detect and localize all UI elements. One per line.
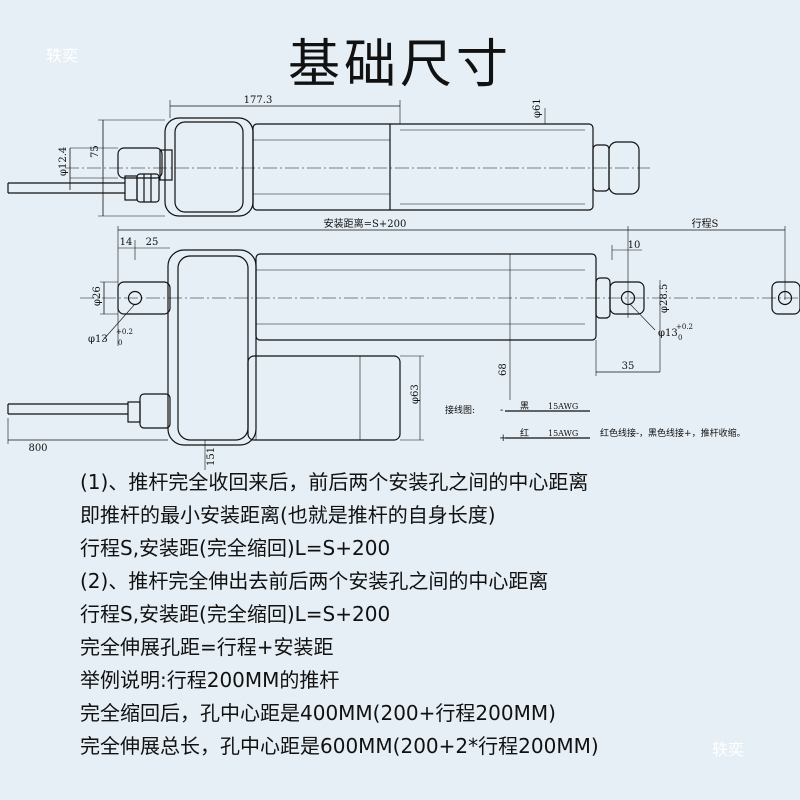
note-line: 完全伸展孔距=行程+安装距 (80, 635, 334, 659)
dim-14: 14 (120, 237, 133, 248)
wiring-red-label: 红 (520, 427, 529, 439)
top-view (7, 100, 650, 217)
dim-rear-pin-tol-up: +0.2 (116, 328, 133, 336)
note-line: 完全伸展总长，孔中心距是600MM(200+2*行程200MM) (80, 734, 599, 758)
notes-list: (1)、推杆完全收回来后，前后两个安装孔之间的中心距离 即推杆的最小安装距离(也… (80, 466, 780, 763)
dim-rear-pin: φ13 (88, 334, 108, 345)
dim-top-length: 177.3 (244, 95, 273, 106)
dim-top-tube-dia: φ61 (532, 98, 543, 118)
watermark: 轶奕 (712, 740, 745, 759)
wiring-pos-sign: + (499, 433, 507, 444)
bottom-view (7, 226, 800, 470)
dim-68: 68 (498, 363, 509, 376)
dim-front-pin: φ13 (658, 328, 678, 339)
dim-front-pin-tol-dn: 0 (678, 334, 682, 342)
page-title: 基础尺寸 (287, 35, 512, 95)
dim-motor-dia: φ63 (410, 384, 421, 404)
dim-top-height: 75 (90, 145, 101, 158)
note-line: 举例说明:行程200MM的推杆 (80, 668, 340, 692)
dim-25: 25 (146, 237, 159, 248)
wiring-red-gauge: 15AWG (548, 429, 578, 438)
dim-rear-pin-tol-dn: 0 (118, 339, 122, 347)
watermark: 轶奕 (46, 46, 79, 65)
note-line: 行程S,安装距(完全缩回)L=S+200 (80, 536, 391, 560)
dim-install-distance: 安装距离=S+200 (324, 217, 407, 230)
wiring-black-gauge: 15AWG (548, 402, 578, 411)
dim-35: 35 (622, 361, 635, 372)
note-line: (1)、推杆完全收回来后，前后两个安装孔之间的中心距离 (80, 470, 589, 494)
dim-10: 10 (628, 240, 641, 251)
technical-drawing: 177.3 75 φ12.4 φ61 安装距离=S+200 行程S 14 25 … (7, 95, 800, 470)
dim-151: 151 (206, 447, 217, 466)
note-line: 行程S,安装距(完全缩回)L=S+200 (80, 602, 391, 626)
wiring-label: 接线图: (445, 404, 475, 416)
dim-stroke: 行程S (692, 217, 719, 230)
note-line: (2)、推杆完全伸出去前后两个安装孔之间的中心距离 (80, 569, 549, 593)
note-line: 完全缩回后，孔中心距是400MM(200+行程200MM) (80, 701, 556, 725)
dim-cable: 800 (28, 443, 47, 454)
wiring-neg-sign: - (500, 405, 503, 416)
note-line: 即推杆的最小安装距离(也就是推杆的自身长度) (80, 503, 496, 527)
dim-top-rod-dia: φ12.4 (58, 147, 69, 176)
dim-front-hole-dia: φ28.5 (659, 284, 670, 313)
dim-rear-hole-dia: φ26 (92, 286, 103, 306)
wiring-black-label: 黑 (520, 401, 529, 412)
wiring-note: 红色线接-，黑色线接+，推杆收缩。 (600, 427, 746, 439)
dim-front-pin-tol-up: +0.2 (676, 323, 693, 331)
